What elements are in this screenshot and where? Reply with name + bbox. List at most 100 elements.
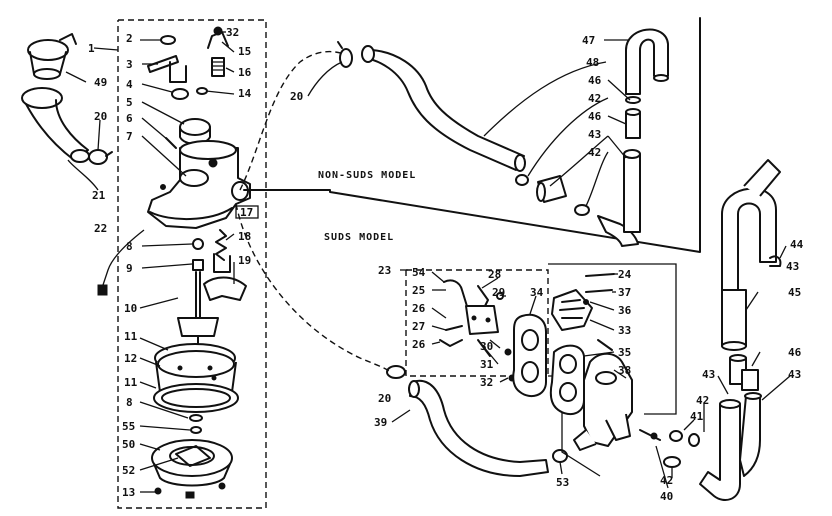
label-46-nonsuds-b: 46 bbox=[588, 110, 602, 123]
part-47-hook-hose bbox=[625, 28, 669, 95]
label-39: 39 bbox=[374, 416, 387, 429]
part-54-bracket bbox=[443, 279, 471, 317]
label-50: 50 bbox=[122, 438, 135, 451]
label-25: 25 bbox=[412, 284, 425, 297]
label-36: 36 bbox=[618, 304, 632, 317]
label-42-nonsuds-a: 42 bbox=[588, 92, 601, 105]
part-34-gasket bbox=[512, 313, 547, 398]
part-18-spring bbox=[215, 229, 227, 261]
label-24: 24 bbox=[618, 268, 632, 281]
part-20-clamp-suds bbox=[386, 365, 406, 379]
part-9-nut bbox=[192, 259, 204, 271]
part-40-screw bbox=[639, 429, 661, 441]
label-52: 52 bbox=[122, 464, 135, 477]
label-15: 15 bbox=[238, 45, 251, 58]
part-36-screw bbox=[583, 299, 589, 305]
part-20-clamp-left bbox=[88, 149, 113, 165]
pump-assembly-box bbox=[117, 19, 267, 509]
part-45-vertical-hose bbox=[721, 289, 747, 351]
label-42-suds-a: 42 bbox=[660, 474, 673, 487]
label-23: 23 bbox=[378, 264, 391, 277]
label-44: 44 bbox=[790, 238, 804, 251]
label-47: 47 bbox=[582, 34, 595, 47]
label-20-suds: 20 bbox=[378, 392, 391, 405]
label-4: 4 bbox=[126, 78, 133, 91]
label-43-nonsuds: 43 bbox=[588, 128, 601, 141]
part-44-clamp bbox=[769, 255, 782, 267]
label-43-suds-b: 43 bbox=[788, 368, 801, 381]
pump-assembly bbox=[21, 19, 267, 509]
part-8-washer-b bbox=[189, 414, 203, 422]
label-26-a: 26 bbox=[412, 302, 426, 315]
part-22-screw bbox=[97, 229, 145, 296]
part-46-connector-vertical bbox=[625, 108, 641, 139]
label-12: 12 bbox=[124, 352, 137, 365]
label-11-a: 11 bbox=[124, 330, 138, 343]
part-2-nut bbox=[160, 35, 176, 45]
label-42-suds-b: 42 bbox=[696, 394, 709, 407]
label-22: 22 bbox=[94, 222, 107, 235]
non-suds-model-section: NON-SUDS MODEL bbox=[243, 17, 701, 253]
label-1: 1 bbox=[88, 42, 95, 55]
part-37-screw bbox=[585, 289, 613, 293]
connector-curves bbox=[235, 50, 391, 373]
suds-outer-frame bbox=[548, 263, 677, 415]
part-number-labels: 1 49 20 21 22 2 32 15 16 3 4 14 5 6 7 17… bbox=[88, 26, 804, 503]
label-33: 33 bbox=[618, 324, 631, 337]
part-42-clamp-suds-b bbox=[663, 456, 681, 468]
part-53-clamp bbox=[552, 449, 568, 463]
label-35: 35 bbox=[618, 346, 631, 359]
part-4-washer bbox=[171, 88, 189, 100]
label-43-suds-a: 43 bbox=[702, 368, 715, 381]
part-21-elbow-hose bbox=[21, 87, 90, 163]
part-33-solenoid-coil bbox=[551, 289, 593, 331]
part-17-bracket bbox=[235, 205, 259, 219]
label-34: 34 bbox=[530, 286, 544, 299]
label-53: 53 bbox=[556, 476, 569, 489]
label-26-b: 26 bbox=[412, 338, 426, 351]
label-20-nonsuds: 20 bbox=[290, 90, 303, 103]
pump-leader-lines bbox=[65, 31, 235, 493]
label-20-left: 20 bbox=[94, 110, 107, 123]
label-7: 7 bbox=[126, 130, 133, 143]
part-39-suds-hose bbox=[408, 379, 549, 477]
non-suds-frame bbox=[243, 17, 701, 253]
suds-caption: SUDS MODEL bbox=[324, 232, 394, 243]
label-21: 21 bbox=[92, 189, 106, 202]
part-7-pump-housing bbox=[147, 140, 251, 229]
label-5: 5 bbox=[126, 96, 133, 109]
label-45: 45 bbox=[788, 286, 801, 299]
label-9: 9 bbox=[126, 262, 133, 275]
label-17: 17 bbox=[240, 206, 253, 219]
part-42-clamp-suds-a bbox=[688, 433, 700, 447]
part-10-shaft bbox=[177, 271, 219, 351]
part-52-impeller-blade bbox=[175, 445, 211, 467]
non-suds-caption: NON-SUDS MODEL bbox=[318, 170, 416, 181]
part-15-spring-bracket bbox=[207, 31, 229, 49]
label-3: 3 bbox=[126, 58, 133, 71]
part-55-ring bbox=[190, 426, 202, 434]
part-43-j-hose-top bbox=[721, 159, 781, 291]
part-11-gasket-bottom bbox=[153, 383, 239, 413]
label-13: 13 bbox=[122, 486, 135, 499]
label-14: 14 bbox=[238, 87, 252, 100]
suds-model-section: SUDS MODEL bbox=[324, 159, 791, 501]
label-10: 10 bbox=[124, 302, 137, 315]
part-26-bracket bbox=[439, 339, 463, 347]
part-3-lever bbox=[147, 55, 187, 83]
part-43-elbow-nonsuds bbox=[597, 149, 641, 247]
part-16-spring bbox=[211, 57, 225, 77]
label-19: 19 bbox=[238, 254, 251, 267]
label-8-b: 8 bbox=[126, 396, 133, 409]
label-28: 28 bbox=[488, 268, 501, 281]
label-46-suds: 46 bbox=[788, 346, 802, 359]
label-27: 27 bbox=[412, 320, 425, 333]
part-24-screw bbox=[585, 273, 615, 277]
part-46-connector-suds-b bbox=[741, 369, 759, 391]
label-32-suds: 32 bbox=[480, 376, 493, 389]
non-suds-leader-lines bbox=[307, 39, 631, 207]
part-46-coupler-nonsuds bbox=[536, 175, 567, 203]
label-18: 18 bbox=[238, 230, 251, 243]
label-41: 41 bbox=[690, 410, 704, 423]
